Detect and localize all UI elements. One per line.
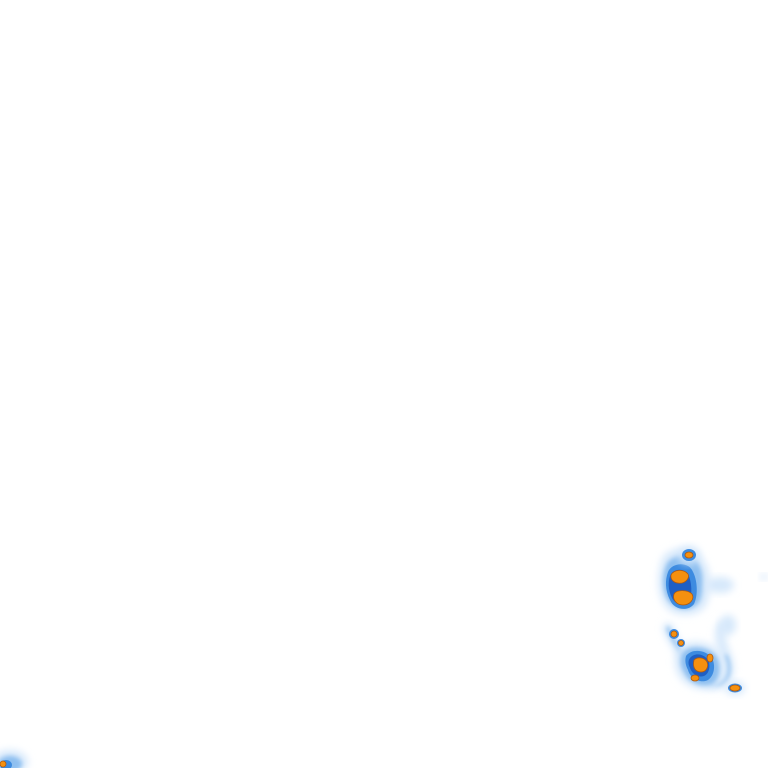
precip-cell-southwest[interactable]	[0, 750, 28, 768]
precip-peak	[684, 551, 694, 559]
precip-peak	[706, 653, 714, 663]
precip-faint-fragments	[706, 574, 768, 635]
precip-cell-north[interactable]	[658, 548, 710, 615]
precip-peak	[678, 640, 684, 646]
precip-cell-north-small[interactable]	[678, 546, 700, 564]
precip-cell-south[interactable]	[675, 641, 725, 690]
precip-peak	[693, 657, 709, 673]
precip-halo	[760, 574, 768, 580]
precip-peak	[673, 590, 694, 606]
precip-peak	[670, 630, 678, 638]
precip-halo	[720, 615, 736, 635]
precip-cells-arc-small[interactable]	[669, 629, 685, 647]
precip-halo	[706, 577, 734, 593]
precip-peak	[729, 684, 741, 692]
precip-cell-east[interactable]	[725, 681, 745, 695]
precip-peak	[690, 674, 700, 682]
precip-peak	[670, 569, 689, 584]
precip-peak	[0, 760, 7, 768]
